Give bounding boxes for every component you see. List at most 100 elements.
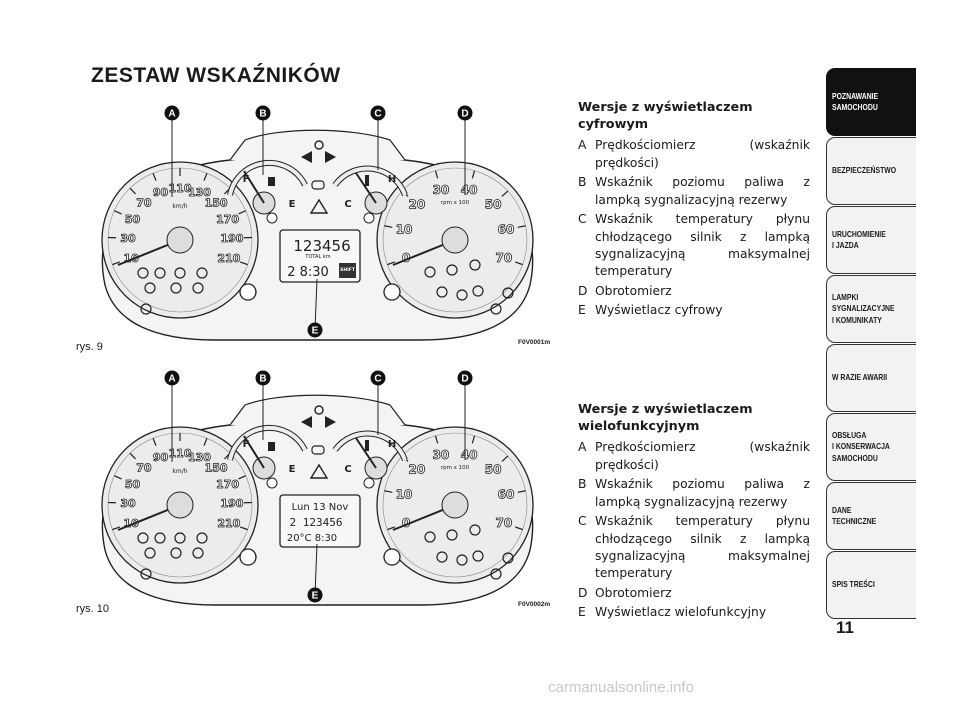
tab-poznawanie-samochodu[interactable]: POZNAWANIE SAMOCHODU bbox=[826, 68, 916, 136]
speed-tick-label: 30 bbox=[120, 232, 136, 245]
section-title: Wersje z wyświetlaczem wielofunkcyjnym bbox=[578, 402, 753, 434]
fuel-gauge-arc-inner bbox=[228, 160, 307, 196]
warning-lamp-icon bbox=[502, 287, 514, 299]
warning-lamp-icon bbox=[446, 529, 458, 541]
speed-tick bbox=[152, 438, 157, 446]
warning-lamp-icon bbox=[490, 568, 502, 580]
rear-fog-light-icon bbox=[383, 548, 401, 566]
sun-icon bbox=[314, 405, 324, 415]
rpm-tick bbox=[517, 225, 526, 228]
display-date: Lun 13 Nov bbox=[292, 502, 349, 513]
tab-dane-techniczne[interactable]: DANE TECHNICZNE bbox=[826, 482, 916, 550]
figure-label-2: rys. 10 bbox=[76, 603, 110, 615]
callout-leader bbox=[314, 278, 318, 331]
tachometer-hub bbox=[441, 491, 469, 519]
page-number: 11 bbox=[836, 618, 854, 637]
tab-w-razie-awarii[interactable]: W RAZIE AWARII bbox=[826, 344, 916, 412]
speedometer-hub bbox=[166, 491, 194, 519]
speed-tick bbox=[113, 210, 122, 215]
warning-lamp-icon bbox=[192, 547, 204, 559]
warning-lamp-icon bbox=[154, 267, 166, 279]
turn-signal-right-icon bbox=[325, 416, 336, 428]
callout-leader bbox=[314, 543, 318, 596]
temp-gauge-arc-inner bbox=[333, 166, 407, 196]
cluster-top-bezel bbox=[229, 129, 406, 161]
callout-badge bbox=[255, 370, 271, 386]
tab-bezpieczenstwo[interactable]: BEZPIECZEŃSTWO bbox=[826, 137, 916, 205]
speed-tick-label: 70 bbox=[136, 197, 152, 210]
tab-spis-tresci[interactable]: SPIS TREŚCI bbox=[826, 551, 916, 619]
warning-triangle-icon bbox=[309, 463, 329, 479]
speed-tick-label: 50 bbox=[125, 213, 141, 226]
callout-badge bbox=[370, 370, 386, 386]
speed-tick-label: 130 bbox=[188, 451, 211, 464]
reset-button-right bbox=[363, 477, 375, 489]
warning-lamp-icon bbox=[502, 552, 514, 564]
rpm-tick-label: 40 bbox=[461, 183, 478, 197]
thermometer-icon bbox=[365, 440, 369, 451]
display-odometer-unit: TOTAL km bbox=[304, 254, 330, 260]
legend-multifunction: Wersje z wyświetlaczem wielofunkcyjnym A… bbox=[578, 402, 810, 624]
warning-lamp-icon bbox=[436, 551, 448, 563]
speed-tick-label: 50 bbox=[125, 478, 141, 491]
callout-letter: E bbox=[312, 326, 319, 337]
rpm-tick-label: 50 bbox=[485, 198, 502, 212]
turn-signal-right-icon bbox=[325, 151, 336, 163]
rpm-tick-label: 70 bbox=[496, 516, 513, 530]
speed-tick-label: 90 bbox=[153, 451, 169, 464]
temp-cold-label: C bbox=[344, 464, 351, 475]
rpm-tick bbox=[501, 455, 509, 462]
display-temp-time: 20°C 8:30 bbox=[287, 533, 337, 544]
fuel-gauge-arc-inner bbox=[228, 425, 307, 461]
tab-uruchomienie-i-jazda[interactable]: URUCHOMIENIE I JAZDA bbox=[826, 206, 916, 274]
speed-unit-label: km/h bbox=[172, 468, 187, 475]
section-title: Wersje z wyświetlaczem cyfrowym bbox=[578, 100, 753, 132]
fuel-full-label: F bbox=[243, 174, 250, 185]
turn-signal-left-icon bbox=[301, 416, 312, 428]
reset-button-right bbox=[363, 212, 375, 224]
low-beam-icon bbox=[311, 180, 325, 190]
temp-gauge-arc-inner bbox=[333, 431, 407, 461]
warning-lamp-icon bbox=[446, 264, 458, 276]
rpm-tick-label: 70 bbox=[496, 251, 513, 265]
rpm-tick-label: 20 bbox=[409, 463, 426, 477]
speed-tick-label: 190 bbox=[220, 497, 243, 510]
rpm-unit-label: rpm x 100 bbox=[441, 200, 470, 206]
rpm-tick-label: 50 bbox=[485, 463, 502, 477]
speed-tick-label: 150 bbox=[205, 197, 228, 210]
callout-badge bbox=[307, 322, 323, 338]
page-title: ZESTAW WSKAŹNIKÓW bbox=[91, 64, 341, 87]
warning-lamp-icon bbox=[456, 289, 468, 301]
warning-lamp-icon bbox=[144, 282, 156, 294]
warning-lamp-icon bbox=[140, 303, 152, 315]
callout-badge bbox=[164, 370, 180, 386]
warning-lamp-icon bbox=[137, 532, 149, 544]
figure-label-1: rys. 9 bbox=[76, 341, 103, 353]
warning-lamp-icon bbox=[170, 282, 182, 294]
tab-obsluga-i-konserwacja[interactable]: OBSŁUGA I KONSERWACJA SAMOCHODU bbox=[826, 413, 916, 481]
reset-button-left bbox=[266, 477, 278, 489]
warning-lamp-icon bbox=[424, 266, 436, 278]
warning-lamp-icon bbox=[196, 532, 208, 544]
fuel-gauge-needle bbox=[243, 435, 265, 469]
tachometer-ring bbox=[382, 167, 528, 313]
speed-tick bbox=[112, 526, 121, 531]
callout-badge bbox=[255, 105, 271, 121]
rpm-tick bbox=[471, 170, 476, 179]
tab-lampki-sygnalizacyjne[interactable]: LAMPKI SYGNALIZACYJNE I KOMUNIKATY bbox=[826, 275, 916, 343]
rpm-tick-label: 60 bbox=[498, 488, 515, 502]
rpm-unit-label: rpm x 100 bbox=[441, 465, 470, 471]
temp-hot-label: H bbox=[388, 439, 396, 450]
warning-triangle-icon bbox=[309, 198, 329, 214]
warning-lamp-icon bbox=[154, 532, 166, 544]
